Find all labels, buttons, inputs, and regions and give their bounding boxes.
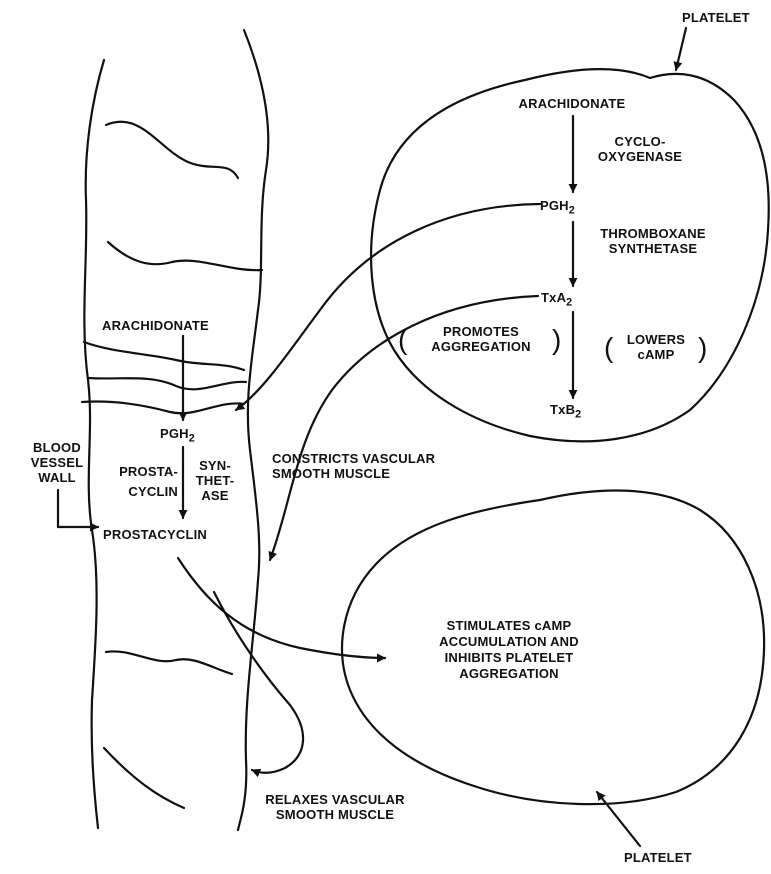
prostacyclin-relaxes-arrow: [214, 592, 303, 773]
platelet-bottom-pointer: [597, 792, 640, 846]
lowers-close-paren: ): [698, 334, 707, 362]
vessel-texture-line: [82, 401, 244, 413]
platelet-txa2: TxA2: [541, 290, 572, 311]
relaxes-vascular-label: RELAXES VASCULAR SMOOTH MUSCLE: [230, 792, 440, 822]
lowers-camp-label: LOWERS cAMP: [614, 332, 698, 362]
blood-vessel-wall-label: BLOOD VESSEL WALL: [22, 440, 92, 485]
vessel-arachidonate: ARACHIDONATE: [102, 318, 209, 333]
prostacyclin-platelet-arrow: [178, 558, 385, 658]
platelet-top-pointer: [676, 28, 686, 70]
vessel-texture-line: [106, 651, 232, 674]
cyclooxygenase-label: CYCLO- OXYGENASE: [590, 134, 690, 164]
platelet-arachidonate: ARACHIDONATE: [500, 96, 644, 111]
vessel-texture-line: [88, 378, 246, 389]
promotes-open-paren: (: [398, 326, 407, 354]
platelet-pgh2: PGH2: [540, 198, 575, 219]
vessel-texture-line: [104, 748, 184, 808]
promotes-close-paren: ): [552, 326, 561, 354]
platelet-bottom-effect-label: STIMULATES cAMP ACCUMULATION AND INHIBIT…: [396, 618, 622, 682]
prostacyclin-synthetase-right-label: SYN- THET- ASE: [190, 458, 240, 503]
vessel-prostacyclin: PROSTACYCLIN: [103, 527, 207, 542]
constricts-vascular-label: CONSTRICTS VASCULAR SMOOTH MUSCLE: [272, 451, 435, 481]
vessel-right-wall: [238, 30, 268, 830]
platelet-top-label: PLATELET: [682, 10, 750, 25]
platelet-txb2: TxB2: [550, 402, 581, 423]
promotes-aggregation-label: PROMOTES AGGREGATION: [410, 324, 552, 354]
thromboxane-synthetase-label: THROMBOXANE SYNTHETASE: [590, 226, 716, 256]
vessel-pgh2: PGH2: [160, 426, 195, 447]
prostacyclin-synthetase-left-label: PROSTA- CYCLIN: [102, 462, 178, 502]
vessel-wall-pointer: [58, 490, 98, 527]
vessel-texture-line: [106, 122, 238, 178]
lowers-open-paren: (: [604, 334, 613, 362]
vessel-texture-line: [108, 242, 262, 270]
platelet-bottom-label: PLATELET: [624, 850, 692, 865]
pgh2-transfer-arrow: [236, 204, 540, 410]
vessel-texture-line: [84, 342, 244, 370]
